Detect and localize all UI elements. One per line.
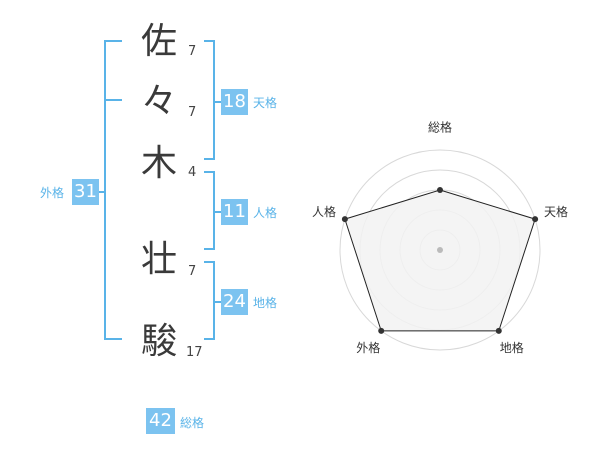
stroke-count-1: 7 [188, 44, 197, 59]
radar-label-1: 総格 [428, 120, 452, 135]
name-char-2: 々 [140, 81, 177, 122]
radar-label-5: 人格 [312, 204, 336, 219]
chikaku-bracket-top [204, 261, 215, 263]
radar-point-4 [378, 327, 385, 334]
name-char-4: 壮 [140, 239, 177, 280]
gaikaku-label: 外格 [40, 186, 65, 200]
soukaku-value: 42 [146, 408, 175, 434]
gaikaku-bracket-tick [99, 191, 105, 193]
jinkaku-bracket-tick [213, 211, 221, 213]
chikaku-bracket-tick [213, 301, 221, 303]
tenkaku-bracket-tick [213, 101, 221, 103]
tenkaku-bracket-bottom [204, 158, 215, 160]
radar-label-2: 天格 [544, 204, 568, 219]
chikaku-label: 地格 [253, 296, 278, 310]
gaikaku-bracket-mid [104, 99, 122, 101]
radar-label-4: 外格 [356, 340, 380, 355]
soukaku-label: 総格 [180, 416, 205, 430]
name-char-5: 駿 [140, 321, 177, 362]
jinkaku-bracket-vertical [213, 171, 215, 250]
tenkaku-value: 18 [221, 89, 248, 115]
radar-point-2 [532, 216, 539, 223]
radar-point-5 [341, 216, 348, 223]
radar-center-dot [437, 247, 443, 253]
chikaku-bracket-bottom [204, 338, 215, 340]
gaikaku-bracket-top [104, 40, 122, 42]
tenkaku-bracket-vertical [213, 40, 215, 160]
gaikaku-value: 31 [72, 179, 99, 205]
tenkaku-bracket-top [204, 40, 215, 42]
tenkaku-label: 天格 [253, 96, 278, 110]
stroke-count-3: 4 [188, 165, 197, 180]
jinkaku-bracket-top [204, 171, 215, 173]
jinkaku-label: 人格 [253, 206, 278, 220]
name-char-1: 佐 [140, 21, 177, 62]
jinkaku-value: 11 [221, 199, 248, 225]
gaikaku-bracket-bottom [104, 338, 122, 340]
radar-points [341, 187, 539, 334]
stroke-count-4: 7 [188, 264, 197, 279]
chikaku-value: 24 [221, 289, 248, 315]
gaikaku-bracket-vertical [104, 40, 106, 340]
radar-point-3 [495, 327, 502, 334]
radar-data-polygon [344, 189, 536, 332]
chikaku-bracket-vertical [213, 261, 215, 340]
radar-point-1 [437, 187, 443, 193]
radar-label-3: 地格 [500, 340, 524, 355]
name-char-3: 木 [140, 143, 177, 184]
stroke-count-2: 7 [188, 105, 197, 120]
radar-ring-5 [339, 149, 541, 351]
stroke-count-5: 17 [186, 345, 203, 360]
jinkaku-bracket-bottom [204, 248, 215, 250]
